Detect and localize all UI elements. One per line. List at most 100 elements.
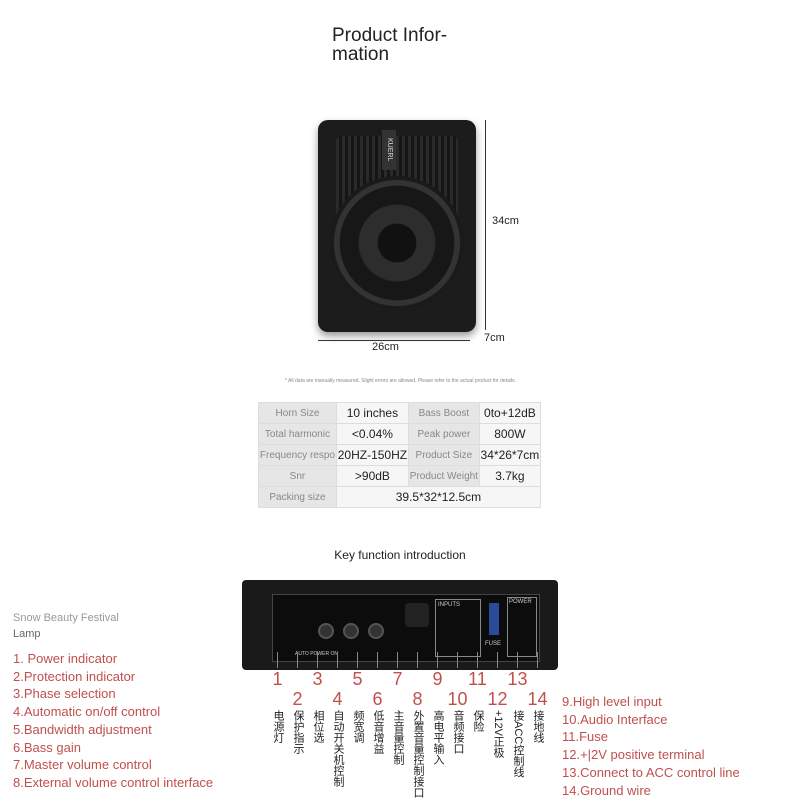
callout-cn-label: +12V正极 [492,710,504,758]
function-item: 4.Automatic on/off control [13,704,161,720]
spec-key: Total harmonic [258,423,337,445]
callout-line [397,652,398,668]
callout-cn-label: 保险 [472,710,484,732]
bass-knob [343,623,359,639]
callout-line [477,652,478,668]
section-title: Key function introduction [334,548,466,562]
callout-number: 12 [487,689,508,709]
callout-cn-label: 接地线 [532,710,544,743]
callout-cn-label: 保护指示 [292,710,304,754]
spec-value: 0to+12dB [478,402,542,424]
callout-number: 4 [332,689,343,709]
callout-line [457,652,458,668]
speaker-cone [330,176,464,310]
function-item: 14.Ground wire [562,782,651,798]
callout-line [517,652,518,668]
spec-key: Packing size [258,486,337,508]
function-item: 10.Audio Interface [562,711,668,727]
watermark: Snow Beauty Festival [13,612,119,624]
function-item: 3.Phase selection [13,686,116,702]
disclaimer: * All data are manually measured. Slight… [285,378,516,384]
volume-knob [368,623,384,639]
remote-port [405,603,429,627]
spec-value: 39.5*32*12.5cm [335,486,542,508]
callout-number: 7 [392,669,403,689]
inputs-block: INPUTS [435,599,481,657]
spec-key: Horn Size [258,402,337,424]
function-item: 2.Protection indicator [13,668,136,684]
callout-cn-label: 低音增益 [372,710,384,754]
bandwidth-knob [318,623,334,639]
spec-value: >90dB [335,465,409,487]
spec-value: 34*26*7cm [478,444,542,466]
callout-line [277,652,278,668]
callout-number: 10 [447,689,468,709]
spec-key: Product Size [407,444,480,466]
lamp-text: Lamp [13,628,41,640]
left-function-list: 1. Power indicator 2.Protection indicator… [13,650,213,792]
callout-cn-label: 外置音量控制接口 [412,710,424,798]
callout-line [437,652,438,668]
callout-line [337,652,338,668]
function-item: 9.High level input [562,694,662,709]
brand-logo: KUERL [382,130,396,170]
callout-line [297,652,298,668]
function-item: 6.Bass gain [13,739,81,755]
callout-line [377,652,378,668]
callout-number: 6 [372,689,383,709]
height-line [485,120,486,330]
callout-cn-label: 高电平输入 [432,710,444,765]
depth-label: 7cm [484,332,505,344]
table-row: Packing size 39.5*32*12.5cm [258,486,542,508]
function-item: 13.Connect to ACC control line [562,764,740,780]
callout-number: 5 [352,669,363,689]
callout-cn-label: 自动开关机控制 [332,710,344,787]
callout-line [357,652,358,668]
function-item: 1. Power indicator [13,651,118,666]
callout-line [417,652,418,668]
width-line [318,340,470,341]
function-item: 5.Bandwidth adjustment [13,721,152,737]
callout-cn-label: 电源灯 [272,710,284,743]
function-item: 7.Master volume control [13,757,152,773]
callout-number: 2 [292,689,303,709]
spec-key: Product Weight [407,465,480,487]
callout-line [497,652,498,668]
spec-value: 800W [478,423,542,445]
width-label: 26cm [372,341,399,353]
power-terminals: POWER [507,597,537,657]
callout-number: 1 [272,669,283,689]
spec-key: Snr [258,465,337,487]
callout-number: 8 [412,689,423,709]
spec-value: 3.7kg [478,465,542,487]
fuse [489,603,499,635]
control-panel-image: INPUTS FUSE POWER AUTO POWER ON [242,580,558,670]
callout-number: 3 [312,669,323,689]
spec-value: 10 inches [335,402,409,424]
spec-value: 20HZ-150HZ [335,444,409,466]
callout-number: 9 [432,669,443,689]
height-label: 34cm [492,215,519,227]
callout-cn-label: 频宽调 [352,710,364,743]
callout-number: 11 [468,669,487,689]
product-image: KUERL [318,120,476,332]
callout-cn-label: 音频接口 [452,710,464,754]
callout-cn-label: 主音量控制 [392,710,404,765]
callout-cn-label: 相位选 [312,710,324,743]
auto-label: AUTO POWER ON [295,651,338,657]
spec-key: Bass Boost [407,402,480,424]
spec-key: Frequency respo [258,444,337,466]
callout-line [537,652,538,668]
callout-cn-label: 接ACC控制线 [512,710,524,778]
spec-key: Peak power [407,423,480,445]
page-title: Product Infor- mation [332,25,448,65]
panel-plate: INPUTS FUSE POWER AUTO POWER ON [272,594,540,662]
function-item: 12.+|2V positive terminal [562,747,705,763]
callout-number: 14 [527,689,548,709]
